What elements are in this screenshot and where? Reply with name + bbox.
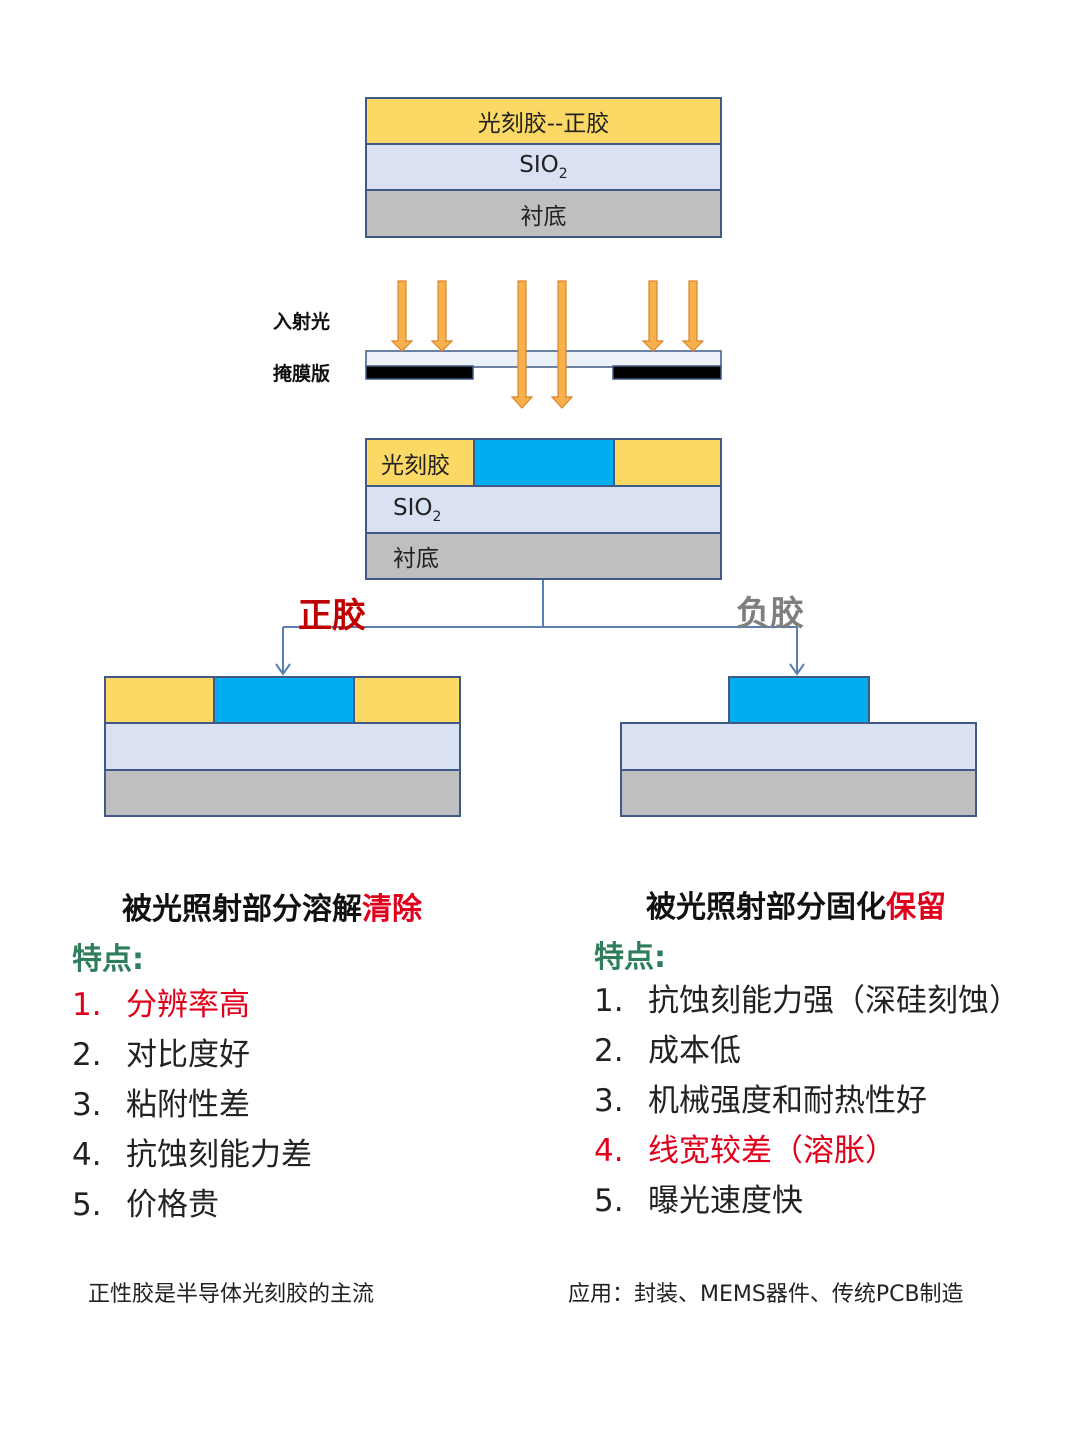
positive-features-title: 特点: xyxy=(72,942,144,977)
positive-resist-left xyxy=(104,676,215,724)
list-item: 1.抗蚀刻能力强（深硅刻蚀） xyxy=(594,983,1020,1019)
incident-light-label: 入射光 xyxy=(273,311,331,333)
negative-features-list: 1.抗蚀刻能力强（深硅刻蚀） 2.成本低 3.机械强度和耐热性好 4.线宽较差（… xyxy=(594,976,1020,1226)
light-arrow-1 xyxy=(390,280,414,352)
negative-features-title: 特点: xyxy=(594,940,666,975)
positive-resist-right xyxy=(353,676,461,724)
negative-note: 应用：封装、MEMS器件、传统PCB制造 xyxy=(568,1282,964,1307)
positive-sio2-layer xyxy=(104,722,461,771)
exposed-resist-label: 光刻胶 xyxy=(381,452,450,479)
positive-features-list: 1.分辨率高 2.对比度好 3.粘附性差 4.抗蚀刻能力差 5.价格贵 xyxy=(72,980,312,1230)
exposed-region xyxy=(473,438,615,487)
top-resist-label: 光刻胶--正胶 xyxy=(477,111,610,137)
list-item: 5.价格贵 xyxy=(72,1187,219,1223)
positive-note: 正性胶是半导体光刻胶的主流 xyxy=(88,1282,375,1307)
negative-cured-region xyxy=(728,676,870,724)
positive-branch-label: 正胶 xyxy=(298,596,366,636)
positive-exposed-region xyxy=(213,676,355,724)
list-item: 3.粘附性差 xyxy=(72,1087,250,1123)
exposed-substrate-layer: 衬底 xyxy=(365,532,722,580)
list-item: 2.成本低 xyxy=(594,1033,741,1069)
top-substrate-label: 衬底 xyxy=(520,203,567,230)
top-sio2-label: SIO2 xyxy=(519,152,568,182)
negative-sio2-layer xyxy=(620,722,977,771)
mask-block-right xyxy=(612,365,722,380)
exposed-substrate-label: 衬底 xyxy=(393,546,439,572)
negative-branch-label: 负胶 xyxy=(736,594,804,634)
positive-substrate-layer xyxy=(104,769,461,817)
branch-arrow-right xyxy=(789,663,805,676)
exposure-diagram xyxy=(365,280,722,409)
negative-heading-highlight: 保留 xyxy=(886,890,946,925)
mask-label: 掩膜版 xyxy=(273,363,331,385)
exposed-sio2-layer: SIO2 xyxy=(365,485,722,534)
branch-connector xyxy=(275,580,805,676)
top-substrate-layer: 衬底 xyxy=(365,189,722,238)
list-item: 5.曝光速度快 xyxy=(594,1183,803,1219)
light-arrow-2 xyxy=(430,280,454,352)
exposed-resist-right xyxy=(613,438,722,487)
list-item: 2.对比度好 xyxy=(72,1037,250,1073)
branch-arrow-left xyxy=(275,663,291,676)
light-arrow-6 xyxy=(681,280,705,352)
light-arrow-4 xyxy=(550,280,574,409)
mask-plate xyxy=(365,350,722,368)
top-resist-layer: 光刻胶--正胶 xyxy=(365,97,722,145)
list-item: 4.抗蚀刻能力差 xyxy=(72,1137,312,1173)
exposed-sio2-label: SIO2 xyxy=(393,494,442,525)
negative-substrate-layer xyxy=(620,769,977,817)
negative-heading: 被光照射部分固化保留 xyxy=(646,890,946,925)
list-item: 3.机械强度和耐热性好 xyxy=(594,1083,927,1119)
list-item: 1.分辨率高 xyxy=(72,987,250,1023)
mask-block-left xyxy=(365,365,474,380)
exposed-resist-left: 光刻胶 xyxy=(365,438,475,487)
top-sio2-layer: SIO2 xyxy=(365,143,722,191)
list-item: 4.线宽较差（溶胀） xyxy=(594,1133,896,1169)
light-arrow-3 xyxy=(510,280,534,409)
positive-heading-highlight: 清除 xyxy=(362,892,422,927)
positive-heading: 被光照射部分溶解清除 xyxy=(122,892,422,927)
light-arrow-5 xyxy=(641,280,665,352)
